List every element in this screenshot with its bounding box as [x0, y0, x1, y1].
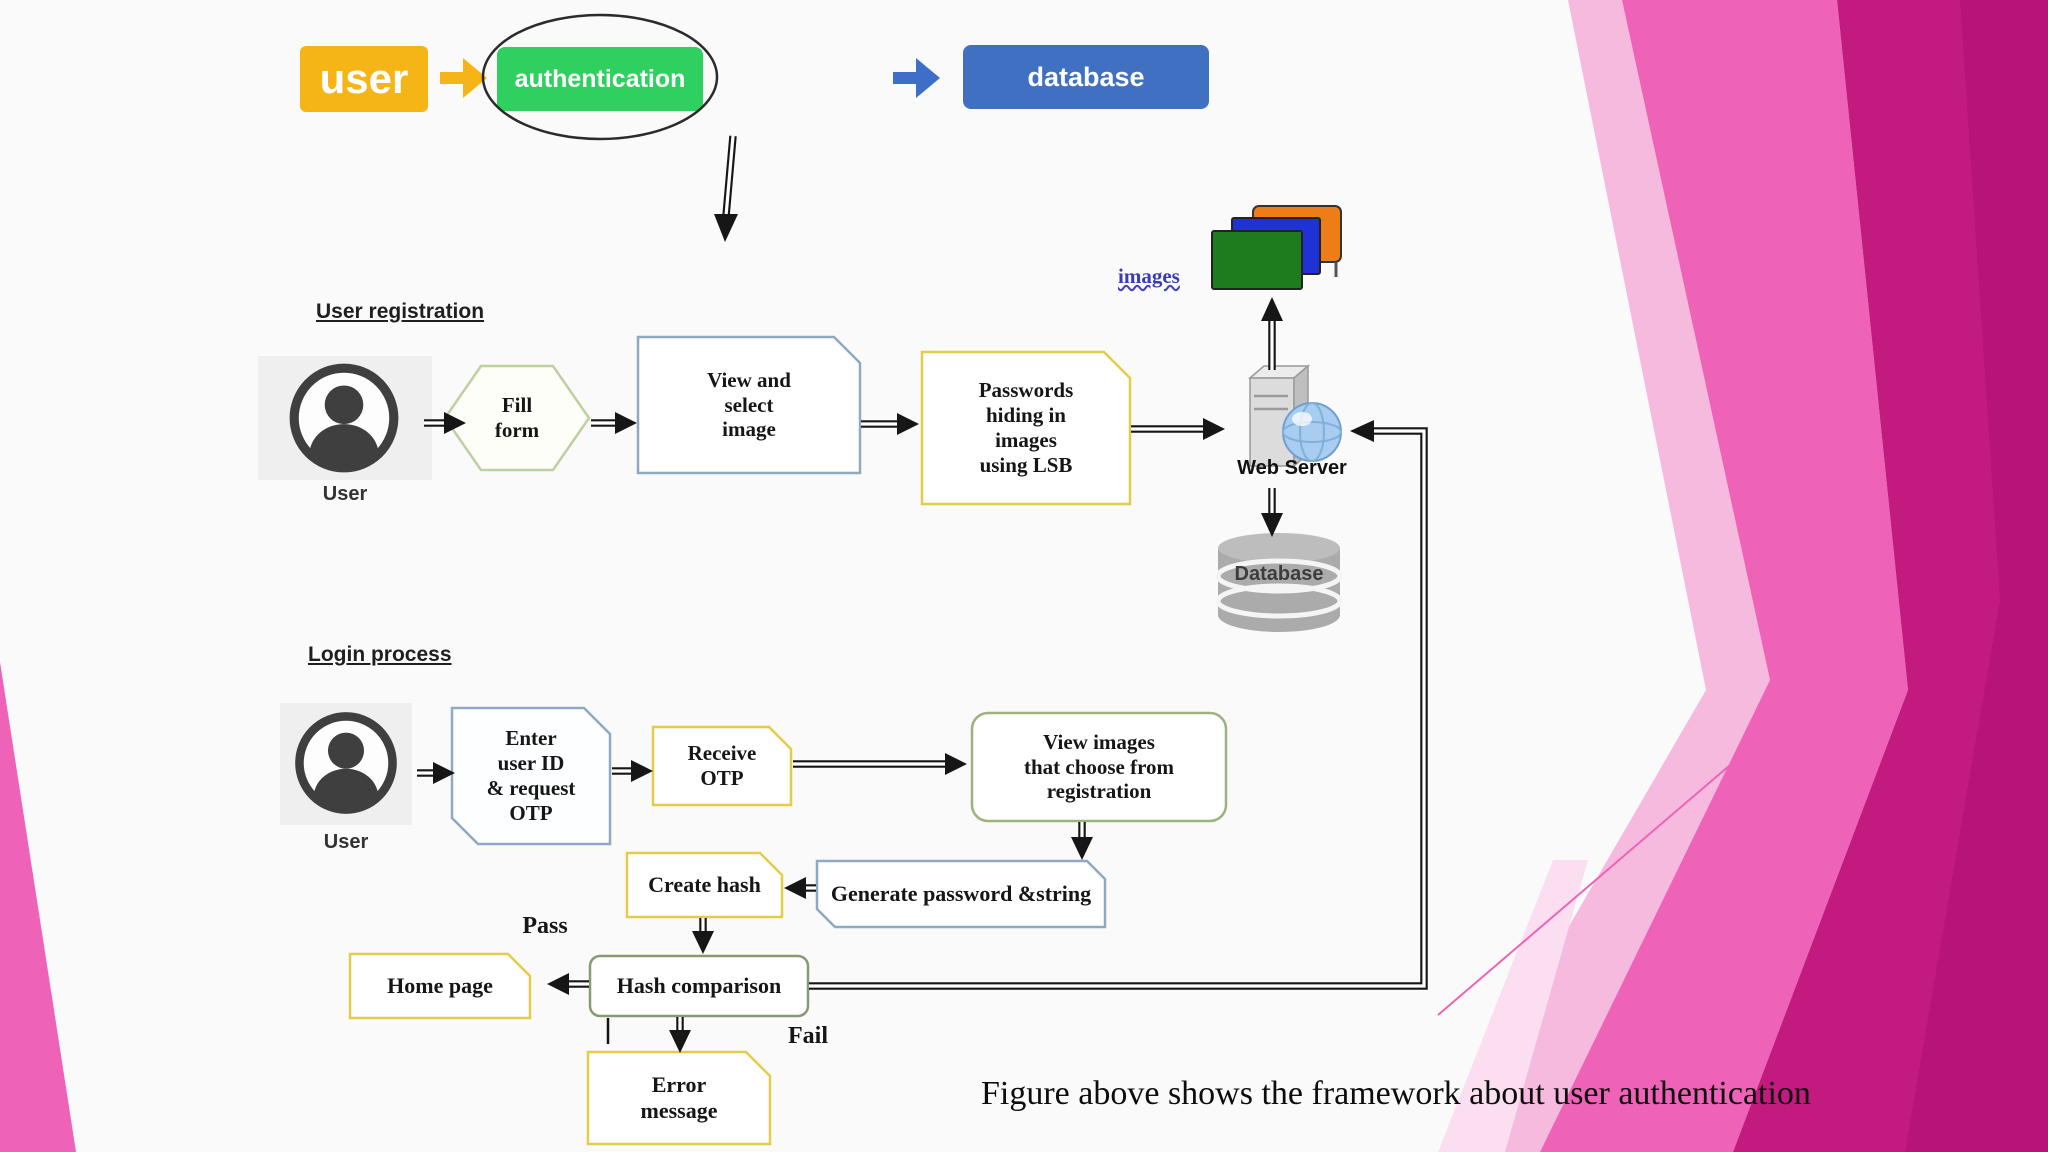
image-card-blue [1231, 217, 1321, 275]
receive-otp-label: Receive OTP [687, 741, 757, 790]
user-box: user [300, 46, 428, 112]
pink-thin-line [1437, 741, 1758, 1016]
registration-user-bg [258, 356, 432, 480]
figure-caption: Figure above shows the framework about u… [981, 1074, 1811, 1112]
generate-password-label: Generate password &string [830, 881, 1092, 907]
enter-id-label: Enter user ID & request OTP [486, 726, 576, 825]
web-server-side [1293, 364, 1309, 468]
pink-corner-wedge [0, 662, 76, 1152]
globe-meridian [1299, 402, 1325, 462]
view-select-label: View and select image [707, 367, 791, 442]
database-cylinder-top [1218, 533, 1340, 563]
pink-triangle-deep [1905, 0, 2048, 1152]
login-user-icon [299, 716, 392, 825]
pink-triangle-light [1438, 0, 1770, 1152]
passwords-lsb-label: Passwords hiding in images using LSB [978, 378, 1074, 477]
blue-arrow-icon [893, 58, 940, 98]
web-server-top [1247, 365, 1311, 379]
authentication-box-label: authentication [514, 64, 686, 93]
database-box-label: database [1027, 61, 1145, 92]
globe-icon [1282, 402, 1342, 462]
view-images-label: View images that choose from registratio… [1023, 729, 1175, 804]
login-user-bg [280, 703, 412, 825]
images-label: images [1118, 263, 1180, 288]
hash-comparison-label: Hash comparison [616, 973, 782, 999]
pink-triangle-medium [1540, 0, 1908, 1152]
yellow-arrow-icon [440, 58, 487, 98]
authentication-box: authentication [497, 47, 703, 111]
globe-highlight [1292, 412, 1312, 426]
registration-section-label: User registration [316, 299, 485, 323]
database-cylinder-label: Database [1234, 563, 1324, 586]
registration-user-icon [294, 368, 394, 485]
database-box: database [963, 45, 1209, 109]
registration-user-caption: User [322, 483, 368, 506]
database-band2 [1215, 583, 1343, 619]
fail-label: Fail [788, 1022, 828, 1049]
globe-parallel [1282, 421, 1342, 443]
web-server-front [1249, 377, 1295, 467]
login-user-caption: User [323, 831, 369, 854]
web-server-label: Web Server [1237, 457, 1347, 480]
arrow-auth-down [722, 135, 737, 217]
fill-form-label: Fill form [494, 393, 540, 442]
user-box-label: user [319, 55, 409, 102]
login-section-label: Login process [308, 642, 452, 666]
error-message-label: Error message [640, 1072, 718, 1123]
create-hash-label: Create hash [648, 872, 761, 898]
home-page-label: Home page [387, 973, 493, 999]
pink-triangle-dark [1733, 0, 2048, 1152]
pass-label: Pass [522, 912, 568, 939]
image-card-orange [1252, 205, 1342, 263]
